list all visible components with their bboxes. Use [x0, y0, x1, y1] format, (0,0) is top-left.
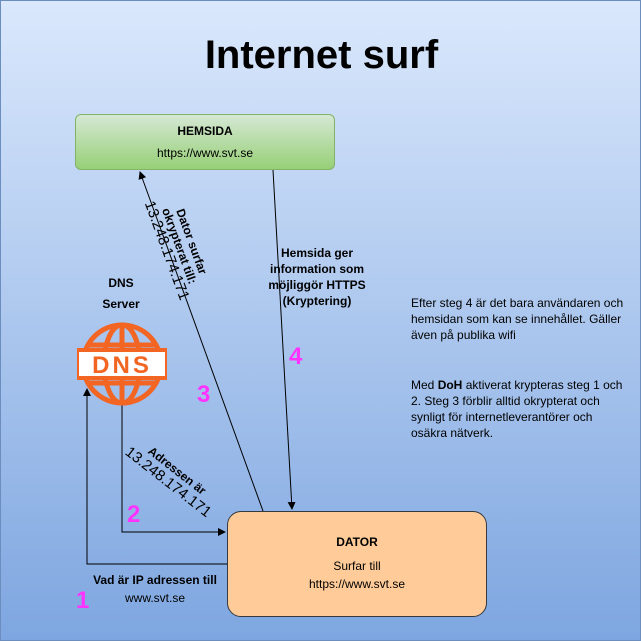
dator-box: DATOR Surfar till https://www.svt.se [227, 511, 487, 617]
arrow-step1 [83, 388, 227, 565]
step4-label-line1: Hemsida ger [280, 246, 354, 260]
note-doh-pre: Med [411, 378, 438, 392]
note-doh-post: aktiverat krypteras steg 1 och 2. Steg 3… [411, 378, 623, 440]
step3-number: 3 [197, 381, 211, 408]
arrow-step4 [272, 169, 296, 510]
dns-label-line2: Server [102, 297, 140, 311]
step4-label-line2: information som [269, 262, 364, 276]
dns-label-line1: DNS [108, 276, 134, 290]
step4-label: Hemsida ger information som möjliggör HT… [237, 245, 397, 309]
diagram-title: Internet surf [204, 33, 439, 77]
step1-number: 1 [76, 587, 90, 614]
step4-label-line4: (Kryptering) [282, 294, 352, 308]
note-doh-bold: DoH [437, 378, 463, 392]
dator-label: DATOR [336, 535, 378, 549]
dator-line2: https://www.svt.se [308, 577, 406, 591]
step4-label-line3: möjliggör HTTPS [268, 278, 366, 292]
hemsida-label: HEMSIDA [177, 124, 233, 138]
arrow-step2 [121, 405, 226, 536]
step4-number: 4 [289, 343, 303, 370]
step1-label-line1: Vad är IP adressen till [93, 573, 217, 587]
hemsida-url: https://www.svt.se [156, 146, 254, 160]
dns-server-label: DNS Server [71, 273, 171, 315]
note-after-step4: Efter steg 4 är det bara användaren och … [411, 296, 624, 342]
dator-line1: Surfar till [333, 559, 381, 573]
arrow-step3 [138, 171, 264, 512]
dns-globe-icon: DNS [77, 322, 167, 406]
dns-icon-text: DNS [92, 352, 152, 379]
step1-label: Vad är IP adressen till www.svt.se [65, 571, 245, 607]
note-doh: Med DoH aktiverat krypteras steg 1 och 2… [411, 377, 629, 441]
step1-label-line2: www.svt.se [124, 591, 185, 605]
step2-number: 2 [127, 501, 141, 528]
hemsida-box: HEMSIDA https://www.svt.se [75, 114, 335, 170]
